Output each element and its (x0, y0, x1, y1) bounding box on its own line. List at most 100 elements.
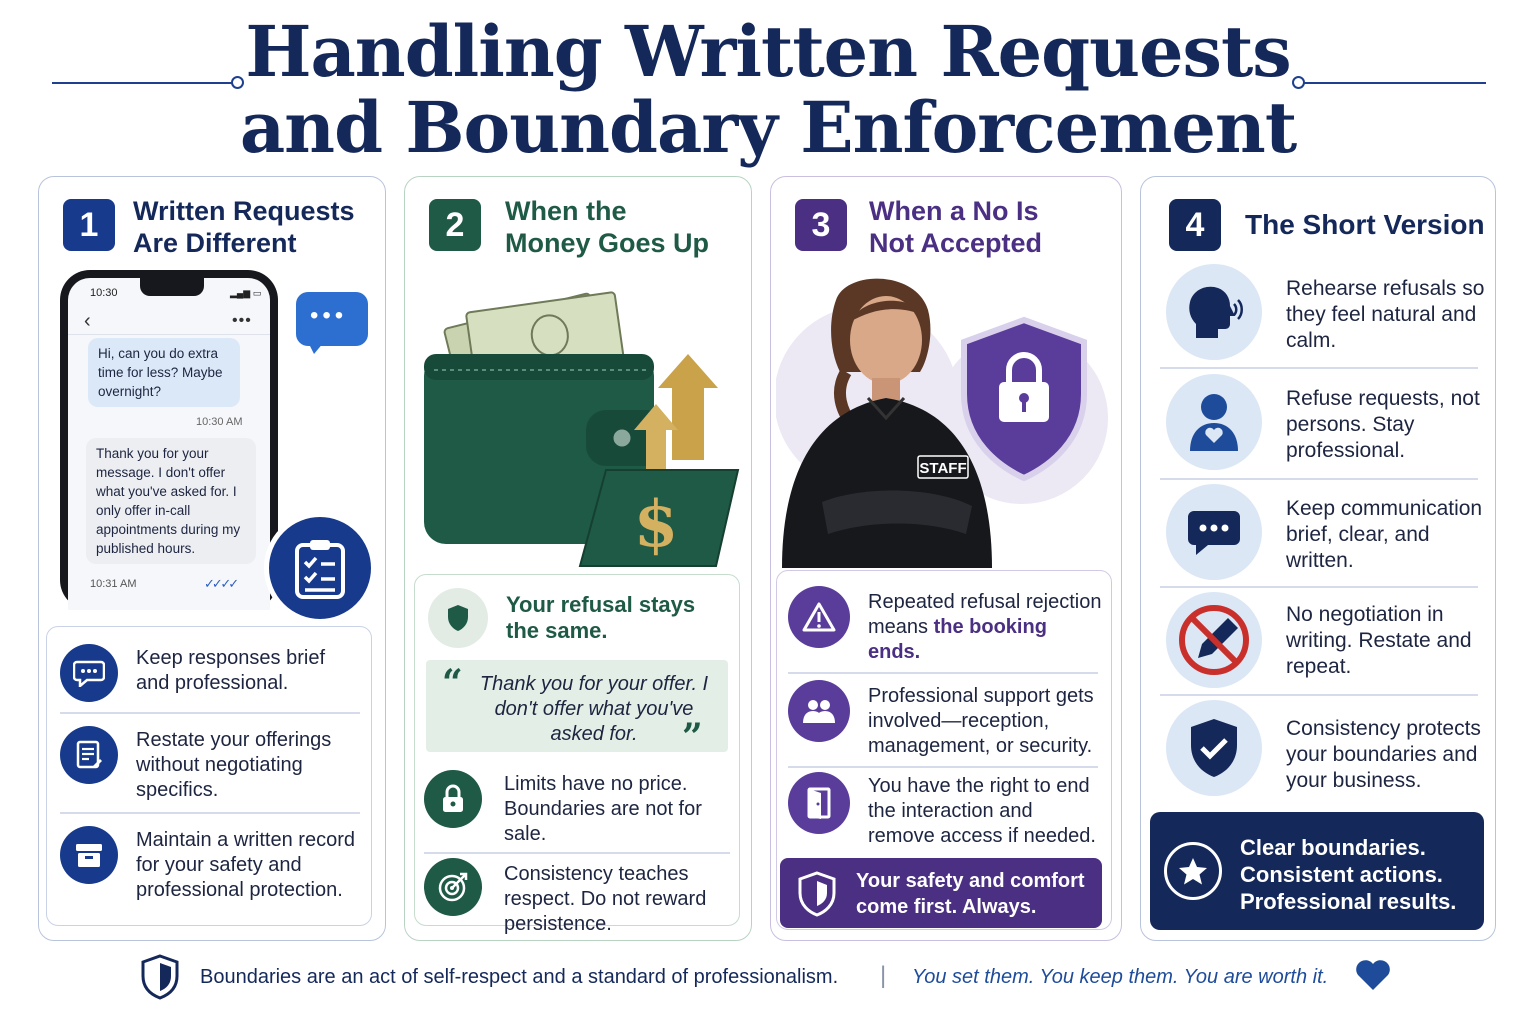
section-1-heading: Written Requests Are Different (133, 195, 355, 259)
reply-message-time: 10:31 AM (90, 578, 137, 590)
section-1-tip-3: Maintain a written record for your safet… (136, 829, 355, 901)
section-3-heading-line-2: Not Accepted (869, 228, 1043, 258)
banner-line-1: Clear boundaries. (1240, 835, 1426, 860)
section-4-item-5: Consistency protects your boundaries and… (1286, 717, 1481, 792)
no-pen-icon (1166, 592, 1262, 688)
footer-shield-icon (141, 954, 179, 1000)
shield-lock-icon (961, 316, 1087, 482)
section-3-tip-1-bold: the booking ends. (868, 616, 1047, 663)
staff-label: STAFF (919, 460, 966, 477)
chat-bubble-deco-icon: ••• (296, 292, 368, 354)
incoming-message-time: 10:30 AM (196, 416, 243, 428)
section-1-heading-line-2: Are Different (133, 228, 297, 258)
section-1-heading-line-1: Written Requests (133, 196, 355, 226)
heart-icon (1356, 960, 1390, 990)
padlock-icon (424, 770, 482, 828)
section-1-tip-1: Keep responses brief and professional. (136, 647, 326, 694)
wallet-icon (424, 354, 666, 544)
section-1-tip-divider-1 (60, 712, 360, 714)
section-4-banner: Clear boundaries. Consistent actions. Pr… (1150, 812, 1484, 930)
refusal-title: Your refusal stays the same. (506, 592, 696, 643)
section-1-tip-2: Restate your offerings without negotiati… (136, 729, 332, 801)
quote-text: Thank you for your offer. I don't offer … (479, 673, 709, 745)
incoming-message: Hi, can you do extra time for less? Mayb… (88, 338, 240, 407)
section-3-tip-divider-1 (788, 672, 1098, 674)
section-3-tip-1-plain: Repeated refusal rejection means (868, 591, 1102, 638)
back-chevron-icon[interactable]: ‹ (84, 310, 91, 332)
section-2-tip-divider (424, 852, 730, 854)
staff-guard-illustration: STAFF (776, 278, 1108, 568)
star-icon (1164, 842, 1222, 900)
section-3-heading-line-1: When a No Is (869, 196, 1039, 226)
section-3-banner-text: Your safety and comfort come first. Alwa… (856, 870, 1085, 918)
quote-box: “ Thank you for your offer. I don't offe… (426, 660, 728, 758)
title-rule-left-dot (231, 76, 244, 89)
phone-header-divider (68, 334, 270, 335)
phone-screen: 10:30 ▂▄▆ ▭ ‹ ••• Hi, can you do extra t… (68, 278, 270, 610)
banner-line-2: Consistent actions. (1240, 862, 1443, 887)
section-4-number: 4 (1169, 199, 1221, 251)
open-quote-icon: “ (442, 662, 463, 704)
section-4-item-4: No negotiation in writing. Restate and r… (1286, 603, 1472, 678)
signal-battery-icon: ▂▄▆ ▭ (230, 288, 262, 298)
section-4-divider-3 (1160, 586, 1478, 588)
more-options-icon[interactable]: ••• (232, 312, 252, 329)
phone-status-time: 10:30 (90, 287, 118, 299)
section-3-tip-2: Professional support gets involved—recep… (868, 685, 1094, 757)
section-3-banner: Your safety and comfort come first. Alwa… (780, 858, 1102, 928)
wallet-money-illustration: $ (424, 291, 740, 567)
target-icon (424, 858, 482, 916)
section-2-heading-line-2: Money Goes Up (505, 228, 710, 258)
section-3-number: 3 (795, 199, 847, 251)
phone-notch (140, 278, 204, 296)
chat-bubble-icon (60, 644, 118, 702)
document-edit-icon (60, 726, 118, 784)
archive-box-icon (60, 826, 118, 884)
footer-left-text: Boundaries are an act of self-respect an… (200, 966, 839, 988)
section-2-heading: When the Money Goes Up (505, 195, 709, 259)
svg-text:$: $ (634, 487, 679, 562)
read-receipt-icon: ✓✓ ✓✓ (204, 576, 239, 591)
person-heart-icon (1166, 374, 1262, 470)
section-3-tip-3: You have the right to end the interactio… (868, 775, 1096, 847)
footer-divider: | (880, 962, 887, 989)
warning-icon (788, 586, 850, 648)
reply-message: Thank you for your message. I don't offe… (86, 438, 256, 564)
staff-person-figure (782, 278, 992, 568)
phone-mockup: 10:30 ▂▄▆ ▭ ‹ ••• Hi, can you do extra t… (60, 270, 278, 610)
section-4-heading: The Short Version (1245, 209, 1485, 240)
section-4-banner-text: Clear boundaries. Consistent actions. Pr… (1240, 834, 1456, 915)
speaking-head-icon (1166, 264, 1262, 360)
up-arrows-icon (634, 354, 718, 470)
page-title-line-1: Handling Written Requests (245, 10, 1291, 93)
shield-icon (428, 588, 488, 648)
title-rule-right-dot (1292, 76, 1305, 89)
title-rule-left (52, 82, 232, 84)
shield-check-icon (1166, 700, 1262, 796)
shield-outline-icon (798, 871, 836, 917)
section-2-tip-1: Limits have no price. Boundaries are not… (504, 773, 702, 845)
title-rule-right (1304, 82, 1486, 84)
page-title-line-2: and Boundary Enforcement (239, 86, 1297, 169)
section-4-item-1: Rehearse refusals so they feel natural a… (1286, 277, 1485, 352)
section-2-heading-line-1: When the (505, 196, 627, 226)
clipboard-checklist-icon (264, 512, 376, 624)
section-2-number: 2 (429, 199, 481, 251)
footer-right-text: You set them. You keep them. You are wor… (912, 966, 1329, 988)
section-4-divider-2 (1160, 478, 1478, 480)
section-3-tip-1: Repeated refusal rejection means the boo… (868, 590, 1104, 665)
section-3-tip-divider-2 (788, 766, 1098, 768)
section-1-tip-divider-2 (60, 812, 360, 814)
section-4-item-2: Refuse requests, not persons. Stay profe… (1286, 387, 1480, 462)
section-4-divider-4 (1160, 694, 1478, 696)
section-4-divider-1 (1160, 367, 1478, 369)
close-quote-icon: ” (682, 716, 703, 758)
section-4-item-3: Keep communication brief, clear, and wri… (1286, 497, 1483, 572)
dollar-card-icon: $ (578, 469, 740, 567)
door-exit-icon (788, 772, 850, 834)
section-3-heading: When a No Is Not Accepted (869, 195, 1042, 259)
chat-dots-icon (1166, 484, 1262, 580)
banner-line-3: Professional results. (1240, 889, 1457, 914)
section-2-tip-2: Consistency teaches respect. Do not rewa… (504, 863, 707, 935)
section-1-number: 1 (63, 199, 115, 251)
